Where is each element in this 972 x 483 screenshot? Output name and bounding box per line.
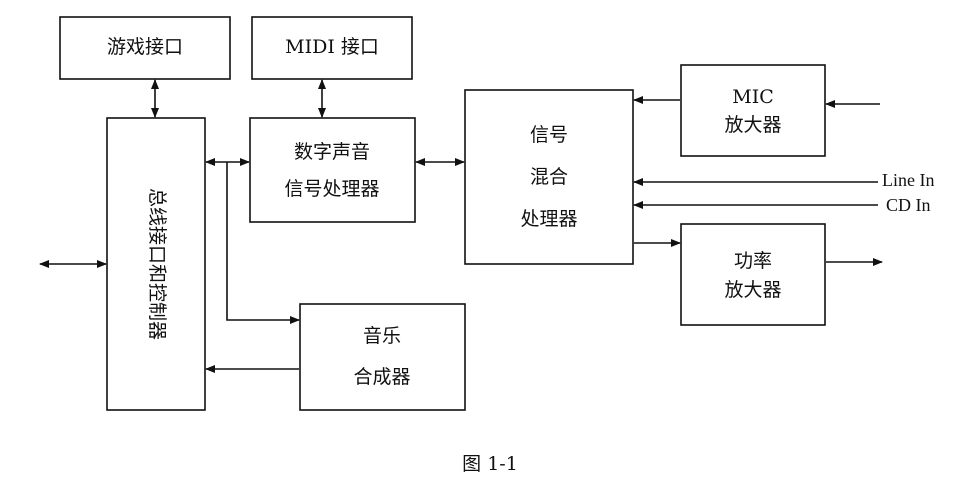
mixer-label-line3: 处理器 <box>520 208 577 230</box>
mixer-label-line1: 信号 <box>530 124 568 146</box>
synth-label-line2: 合成器 <box>353 366 410 388</box>
synth-label-line1: 音乐 <box>363 325 401 347</box>
power-amp-box <box>680 223 826 326</box>
mixer-label-line2: 混合 <box>530 166 568 188</box>
bus-synth-line <box>226 162 300 324</box>
mic-amp-label-line1: MIC <box>732 86 774 108</box>
bus-controller-box <box>106 117 206 411</box>
power-amp-label-line1: 功率 <box>734 250 772 272</box>
dsp-label-line2: 信号处理器 <box>284 178 379 200</box>
synth-box <box>299 303 466 411</box>
dsp-label-line1: 数字声音 <box>294 141 370 163</box>
cd-in-label: CD In <box>886 195 931 215</box>
dsp-box <box>249 117 416 223</box>
power-amp-label-line2: 放大器 <box>724 279 781 301</box>
mic-amp-box <box>680 64 826 157</box>
mixer-box <box>464 89 634 265</box>
figure-caption: 图 1-1 <box>462 453 518 475</box>
game-port-label: 游戏接口 <box>107 36 183 58</box>
line-in-label: Line In <box>882 170 934 190</box>
bus-controller-label: 总线接口和控制器 <box>146 188 168 340</box>
midi-port-box <box>251 16 413 80</box>
mic-amp-label-line2: 放大器 <box>724 114 781 136</box>
game-port-box <box>59 16 231 80</box>
midi-port-label: MIDI 接口 <box>285 36 379 58</box>
